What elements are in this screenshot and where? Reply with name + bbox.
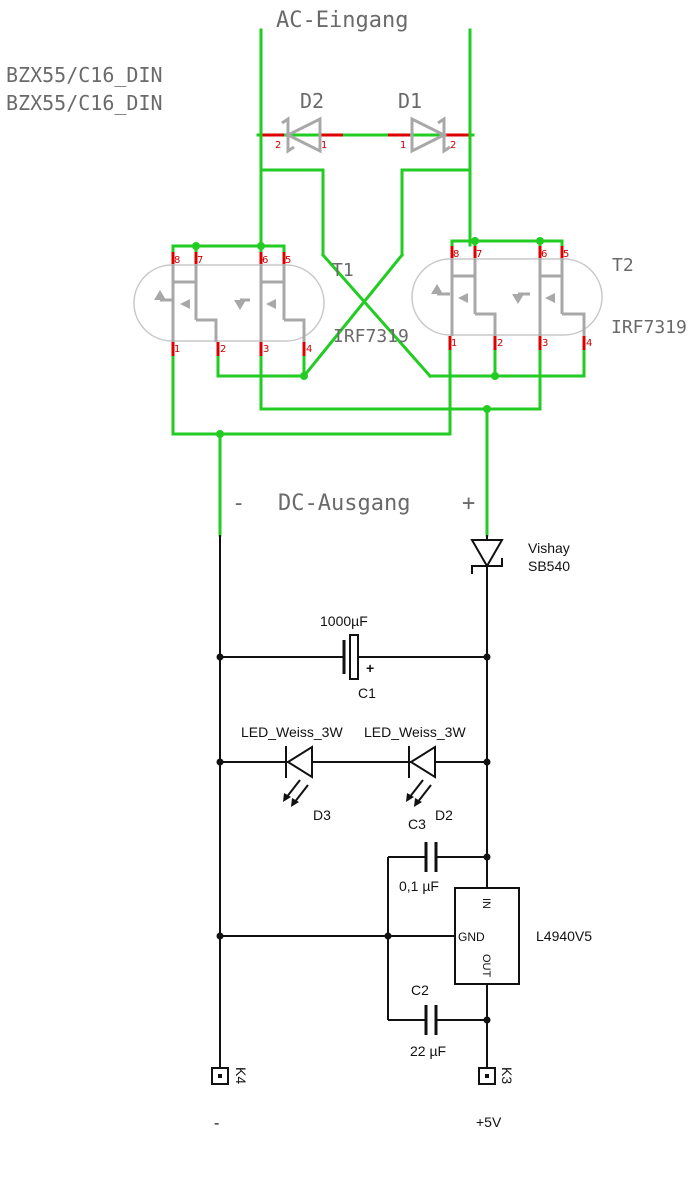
t1-name: T1 <box>332 260 354 281</box>
zener-diode-d2: D2 2 1 <box>261 89 343 154</box>
d3-value: LED_Weiss_3W <box>241 724 343 740</box>
ac-input-wires <box>256 28 475 137</box>
c1-value: 1000µF <box>320 613 368 629</box>
d2-led-name: D2 <box>435 807 453 823</box>
terminal-k3: K3 +5V <box>476 1067 515 1130</box>
led-d2: LED_Weiss_3W D2 <box>364 724 466 823</box>
zener-diode-d1: D1 1 2 <box>388 89 470 154</box>
t2-pin-bot-3: 3 <box>542 338 548 349</box>
d2-pin-b: 1 <box>321 140 327 151</box>
k3-name: K3 <box>499 1067 515 1084</box>
t2-pin-bot-4: 4 <box>586 338 592 349</box>
d1-pin-a: 1 <box>400 140 406 151</box>
ac-input-title: AC-Eingang <box>276 8 408 33</box>
t2-pin-top-1: 8 <box>453 249 459 260</box>
t2-pin-top-3: 6 <box>541 249 547 260</box>
t2-value: IRF7319 <box>611 317 687 338</box>
dc-plus: + <box>462 491 475 516</box>
d2-led-value: LED_Weiss_3W <box>364 724 466 740</box>
d3-name: D3 <box>313 807 331 823</box>
capacitor-c3: C3 0,1 µF <box>399 816 439 894</box>
c2-name: C2 <box>411 982 429 998</box>
schottky-label-1: Vishay <box>528 540 570 556</box>
t1-pin-bot-1: 1 <box>174 344 180 355</box>
mosfet-t1: 8 7 6 5 1 2 3 4 T1 IRF7319 <box>133 252 409 356</box>
d2-pin-a: 2 <box>275 140 281 151</box>
schottky-label-2: SB540 <box>528 558 570 574</box>
t1-pin-bot-3: 3 <box>263 344 269 355</box>
d1-pin-b: 2 <box>450 140 456 151</box>
diode-part-label-1: BZX55/C16_DIN <box>6 63 163 87</box>
t1-value: IRF7319 <box>333 326 409 347</box>
capacitor-c2: C2 22 µF <box>410 982 446 1059</box>
t2-pin-top-4: 5 <box>563 249 569 260</box>
c3-value: 0,1 µF <box>399 878 439 894</box>
dc-output-title: DC-Ausgang <box>278 491 410 516</box>
c1-polarity: + <box>366 660 374 676</box>
d2-name: D2 <box>300 89 324 113</box>
t2-pin-bot-2: 2 <box>497 338 503 349</box>
reg-name: L4940V5 <box>536 928 592 944</box>
t2-pin-top-2: 7 <box>476 249 482 260</box>
rectifier-junctions <box>192 237 544 438</box>
dc-output-label: - DC-Ausgang + <box>232 491 475 516</box>
schottky-diode: Vishay SB540 <box>470 539 570 574</box>
c1-name: C1 <box>358 685 376 701</box>
k3-label: +5V <box>476 1114 502 1130</box>
t2-name: T2 <box>612 255 634 276</box>
capacitor-c1: 1000µF + C1 <box>320 613 376 701</box>
t1-pin-top-3: 6 <box>262 255 268 266</box>
diode-part-label-2: BZX55/C16_DIN <box>6 91 163 115</box>
t1-pin-top-4: 5 <box>285 255 291 266</box>
dc-minus: - <box>232 491 245 516</box>
led-d3: LED_Weiss_3W D3 <box>241 724 343 823</box>
c2-value: 22 µF <box>410 1043 446 1059</box>
t1-pin-top-2: 7 <box>197 255 203 266</box>
t1-pin-bot-2: 2 <box>220 344 226 355</box>
regulator-l4940v5: IN GND OUT L4940V5 <box>454 887 592 985</box>
mosfet-t2: 8 7 6 5 1 2 3 4 T2 IRF7319 <box>411 246 687 350</box>
reg-pin-gnd: GND <box>458 930 485 944</box>
reg-pin-out: OUT <box>480 954 492 978</box>
reg-pin-in: IN <box>480 898 492 909</box>
t2-pin-bot-1: 1 <box>451 338 457 349</box>
terminal-k4: K4 - <box>211 1067 249 1132</box>
lower-junctions <box>216 653 491 1024</box>
t1-pin-bot-4: 4 <box>306 344 312 355</box>
d1-name: D1 <box>398 89 422 113</box>
c3-name: C3 <box>408 816 426 832</box>
k4-label: - <box>214 1115 219 1132</box>
t1-pin-top-1: 8 <box>174 255 180 266</box>
k4-name: K4 <box>233 1067 249 1084</box>
